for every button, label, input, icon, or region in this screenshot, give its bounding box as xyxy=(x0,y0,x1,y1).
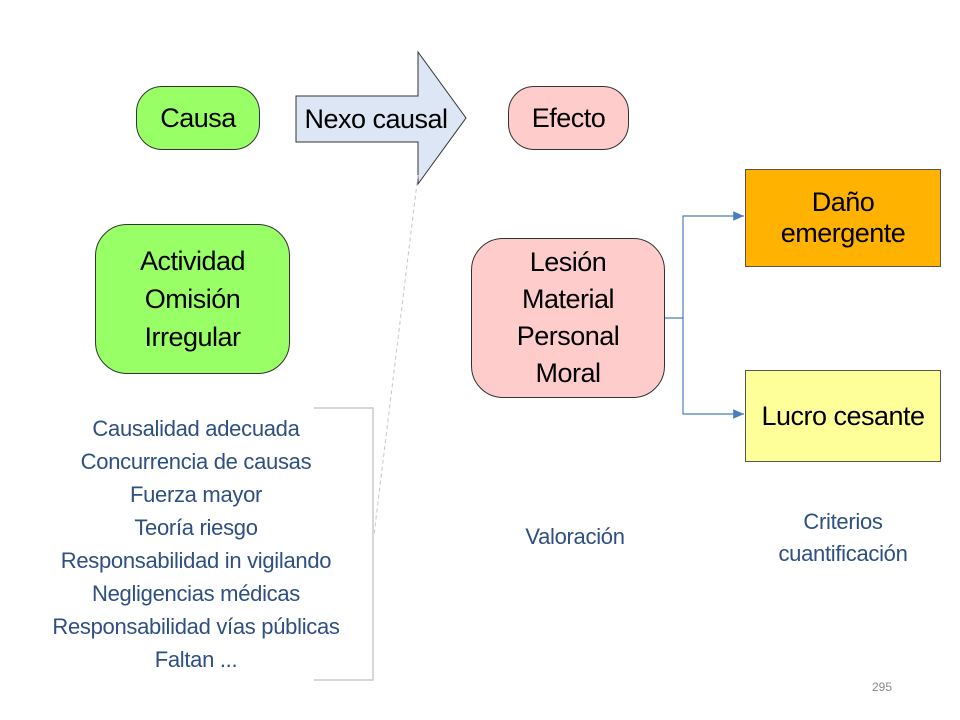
efecto-detail-node: Lesión Material Personal Moral xyxy=(471,238,665,398)
nexo-guide-line xyxy=(373,174,419,536)
nexo-theory-item: Causalidad adecuada xyxy=(92,416,300,441)
nexo-theory-item: Negligencias médicas xyxy=(92,581,300,606)
efecto-node: Efecto xyxy=(508,86,629,150)
dano-emergente-text: Daño emergente xyxy=(780,187,906,248)
dano-emergente-node: Daño emergente xyxy=(745,169,941,267)
efecto-detail-line: Lesión xyxy=(529,247,607,277)
nexo-theory-item: Responsabilidad in vigilando xyxy=(60,548,332,573)
efecto-text: Efecto xyxy=(531,102,606,133)
nexo-causal-label: Nexo causal xyxy=(300,96,452,142)
nexo-theory-item: Fuerza mayor xyxy=(129,482,263,507)
page-number: 295 xyxy=(872,680,893,694)
nexo-causal-arrow-shape xyxy=(295,50,467,186)
causa-text: Causa xyxy=(160,102,236,133)
causa-detail-line: Omisión xyxy=(144,284,241,314)
causa-detail-line: Actividad xyxy=(139,246,246,276)
valoracion-label: Valoración xyxy=(510,522,640,552)
efecto-detail-line: Material xyxy=(521,284,615,314)
nexo-theory-item: Teoría riesgo xyxy=(134,515,258,540)
criterios-label: Criterios cuantificación xyxy=(760,506,926,570)
efecto-detail-line: Moral xyxy=(535,358,601,388)
criterios-line: Criterios xyxy=(803,509,883,534)
nexo-causal-text: Nexo causal xyxy=(304,103,448,134)
criterios-line: cuantificación xyxy=(778,541,908,566)
nexo-theory-item: Concurrencia de causas xyxy=(80,449,312,474)
nexo-list-bracket xyxy=(314,407,374,681)
nexo-theory-item: Responsabilidad vías públicas xyxy=(52,614,340,639)
nexo-theory-item: Faltan ... xyxy=(154,647,238,672)
causa-detail-node: Actividad Omisión Irregular xyxy=(95,224,290,374)
efecto-detail-line: Personal xyxy=(516,321,620,351)
causa-node: Causa xyxy=(136,86,260,150)
nexo-theories-list: Causalidad adecuada Concurrencia de caus… xyxy=(40,412,352,676)
valoracion-text: Valoración xyxy=(525,524,625,549)
causa-detail-line: Irregular xyxy=(144,322,241,352)
lucro-cesante-text: Lucro cesante xyxy=(761,400,925,431)
lucro-cesante-node: Lucro cesante xyxy=(745,370,941,462)
connector-to-dano-emergente xyxy=(665,211,744,319)
connector-to-lucro-cesante xyxy=(682,318,744,419)
